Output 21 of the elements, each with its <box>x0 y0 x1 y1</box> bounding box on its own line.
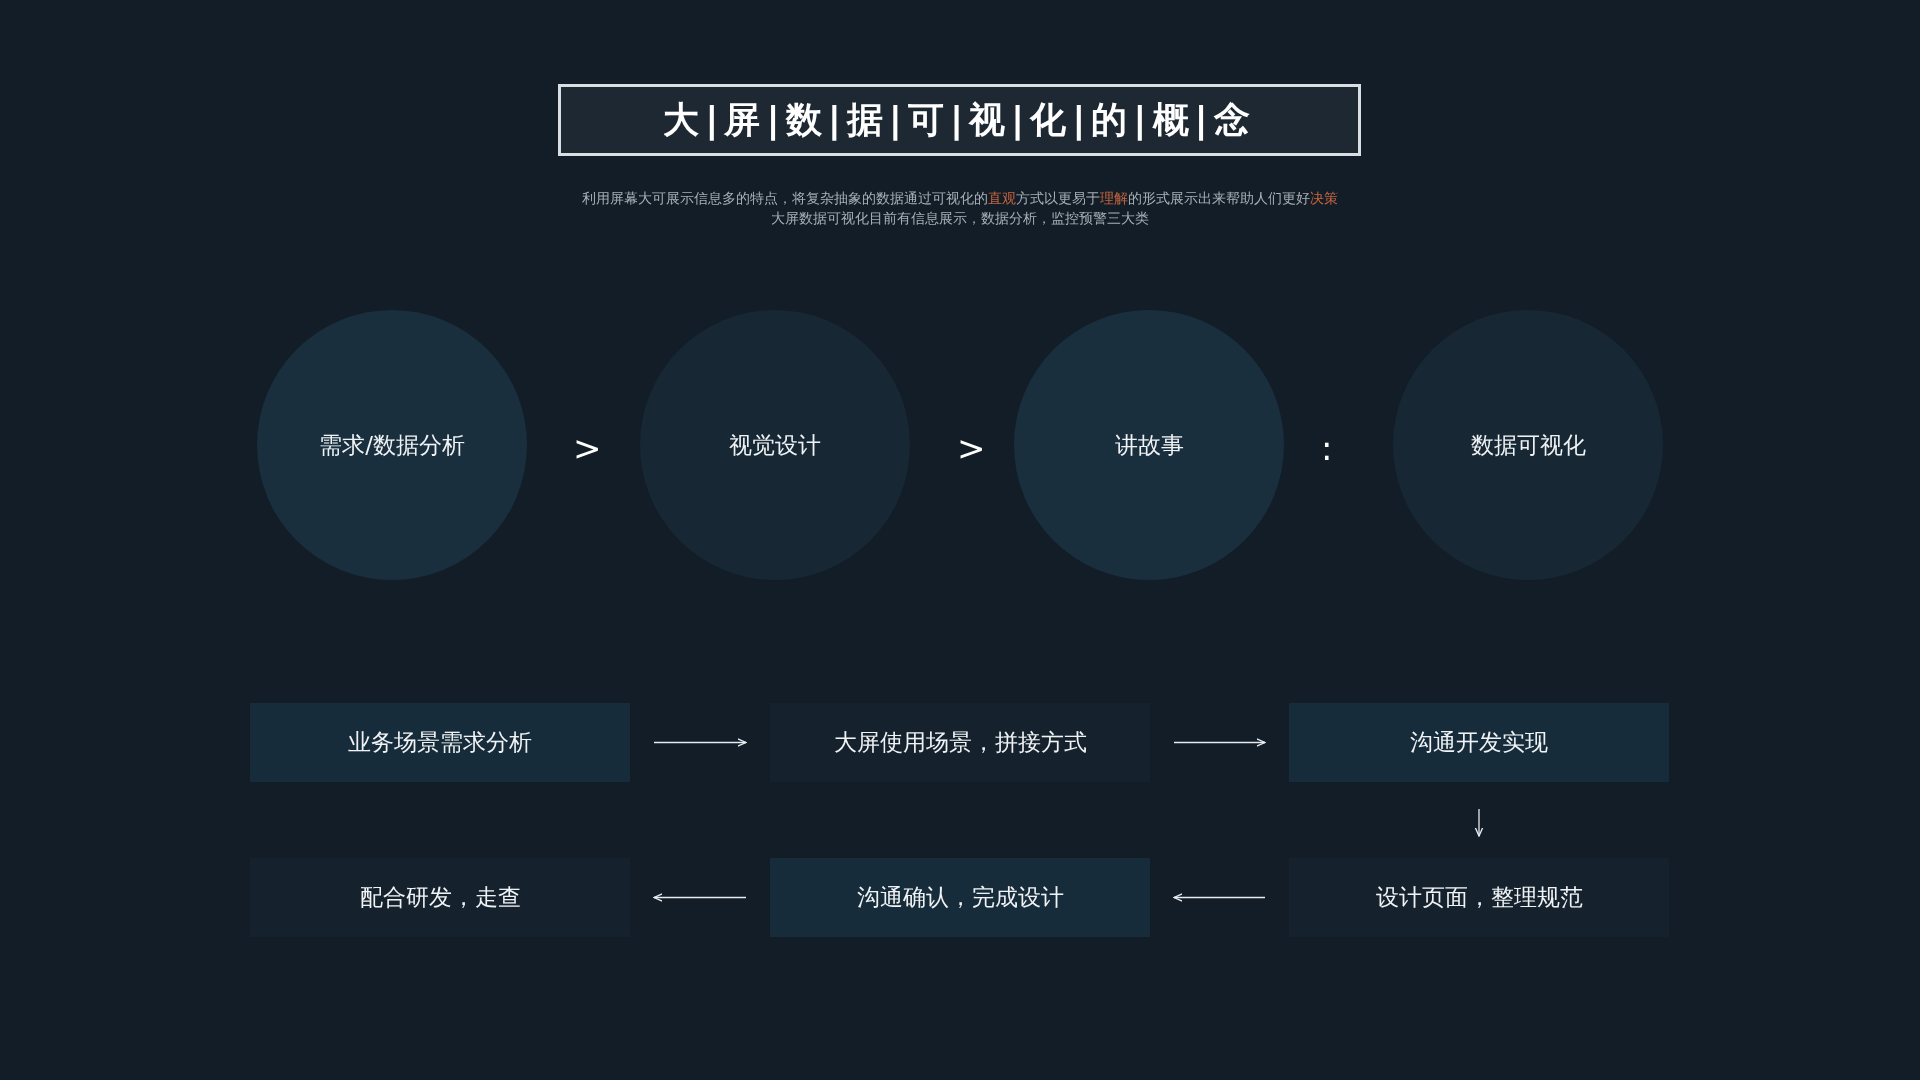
arrow <box>1173 893 1266 902</box>
greater-than-sign: > <box>957 428 986 468</box>
node-label: 沟通开发实现 <box>1410 728 1548 757</box>
node-label: 大屏使用场景，拼接方式 <box>833 728 1087 757</box>
arrow <box>653 738 747 747</box>
node-label: 需求/数据分析 <box>319 430 465 460</box>
colon-sign: : <box>1321 428 1333 468</box>
subtitle-text: 大屏数据可视化目前有信息展示，数据分析，监控预警三大类 <box>770 210 1150 228</box>
subtitle-text: 利用屏幕大可展示信息多的特点，将复杂抽象的数据通过可视化的直观方式以更易于理解的形式展示出来帮助人们更好决策 <box>581 190 1339 208</box>
title-banner: 大|屏|数|据|可|视|化|的|概|念 <box>558 84 1361 156</box>
node-label: 视觉设计 <box>729 430 821 460</box>
node-label: 沟通确认，完成设计 <box>856 883 1064 912</box>
node-label: 数据可视化 <box>1470 430 1586 460</box>
arrow <box>1173 738 1266 747</box>
node-label: 讲故事 <box>1114 430 1184 460</box>
greater-than-sign: > <box>573 428 602 468</box>
node-label: 业务场景需求分析 <box>348 728 532 757</box>
arrow <box>1474 808 1484 837</box>
node-label: 设计页面，整理规范 <box>1375 883 1583 912</box>
arrow <box>653 893 747 902</box>
node-label: 配合研发，走查 <box>359 883 521 912</box>
